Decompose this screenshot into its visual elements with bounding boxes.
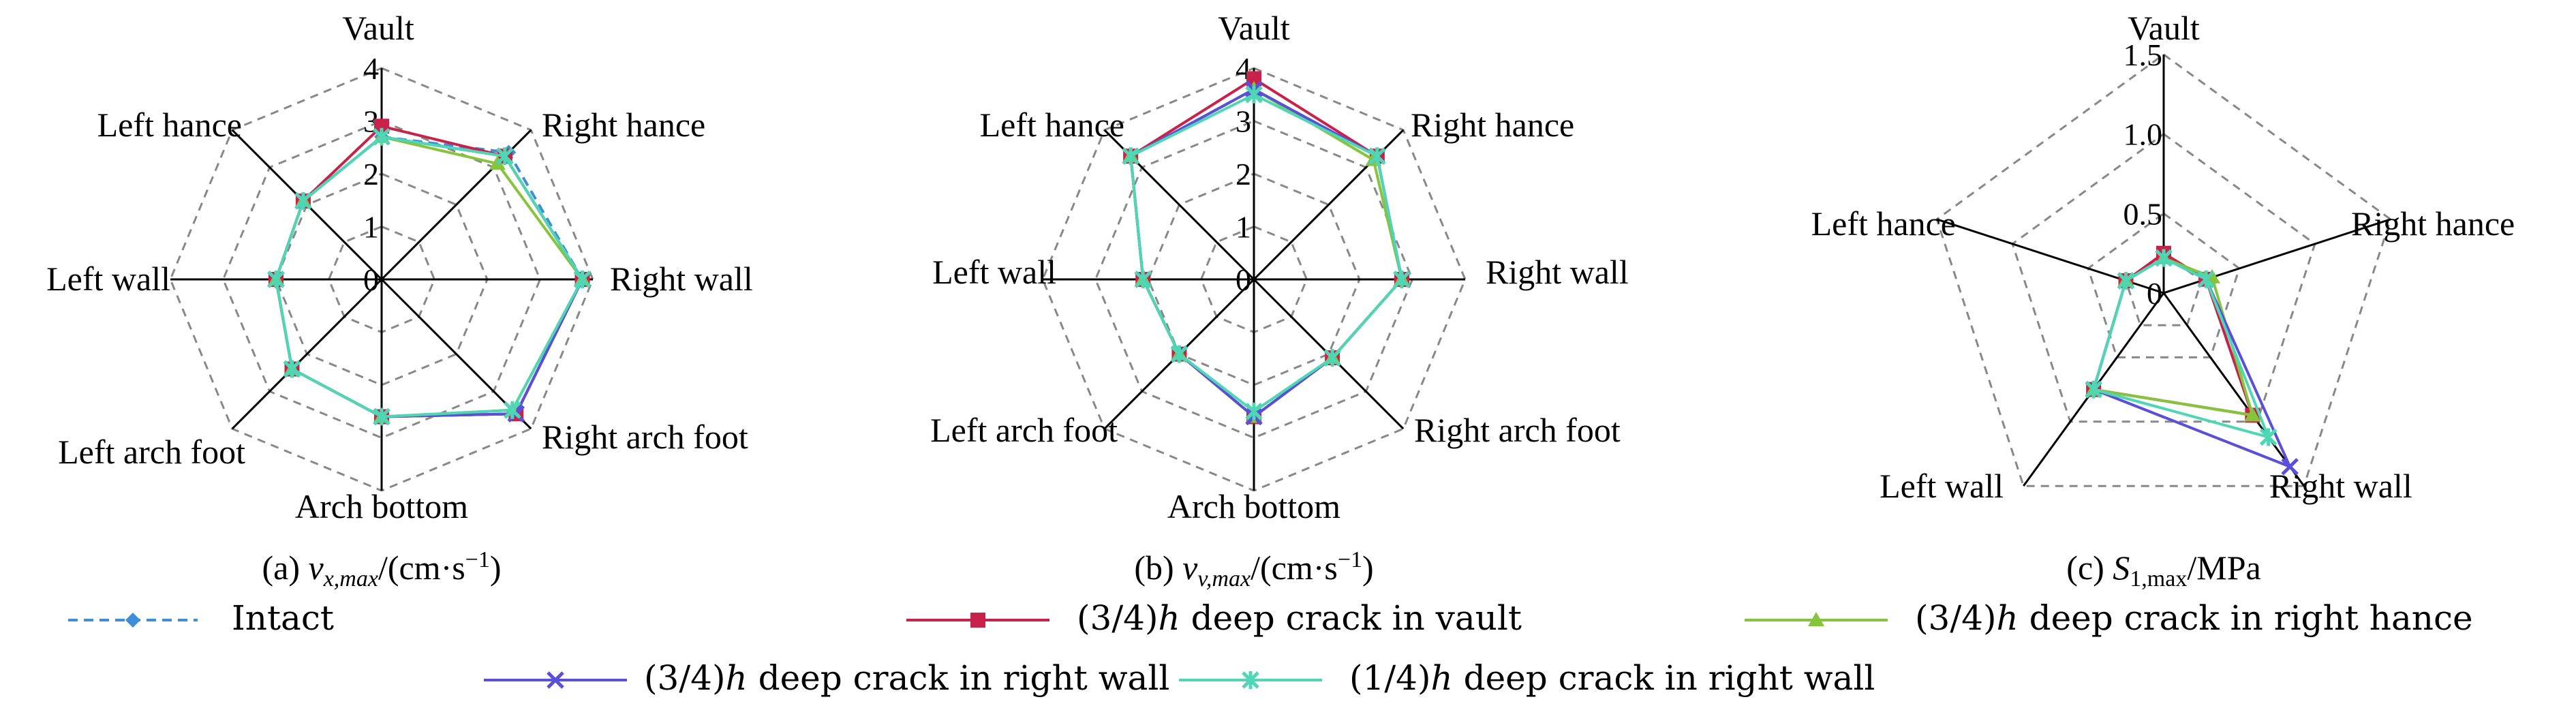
grid-ring-2 <box>1147 172 1361 386</box>
series-4-point-vault <box>1245 85 1263 104</box>
series-4-point-right-hance <box>496 147 514 166</box>
axis-label-left-wall: Left wall <box>932 253 1056 291</box>
tick-label: 4 <box>363 51 379 86</box>
grid-ring-3 <box>1935 53 2392 487</box>
chart-caption: (a) vx,max/(cm·s−1) <box>262 547 501 591</box>
tick-label: 3 <box>1236 104 1251 139</box>
legend-label: (3/4)h deep crack in right hance <box>1915 598 2473 638</box>
legend-marker-square <box>970 613 985 628</box>
axis-label-left-hance: Left hance <box>1811 204 1956 243</box>
series-line-0 <box>1129 87 1404 419</box>
legend: Intact (3/4)h deep crack in vault (3/4)h d… <box>68 598 2473 698</box>
tick-label: 1.0 <box>2123 117 2163 152</box>
spoke-left-arch-foot <box>231 278 383 430</box>
series-2-point-right-wall <box>2244 407 2261 422</box>
legend-label: Intact <box>232 598 334 638</box>
series-4-point-right-arch-foot <box>504 401 521 419</box>
series-4-point-left-hance <box>294 191 312 210</box>
legend-marker-asterisk <box>1242 671 1259 689</box>
tick-label: 1.5 <box>2123 37 2163 72</box>
series-4-point-left-wall <box>267 271 285 288</box>
grid-ring-3 <box>221 119 542 440</box>
tick-label: 0.5 <box>2123 196 2163 231</box>
axis-label-left-arch-foot: Left arch foot <box>58 433 245 471</box>
axis-label-left-arch-foot: Left arch foot <box>930 411 1118 449</box>
axis-label-arch-bottom: Arch bottom <box>1167 487 1340 525</box>
series-3-point-right-wall <box>2281 458 2299 476</box>
legend-marker-triangle <box>1808 612 1824 626</box>
legend-item-intact: Intact <box>68 598 334 638</box>
axis-label-right-wall: Right wall <box>1486 253 1629 291</box>
series-4-point-left-hance <box>1122 147 1139 166</box>
axis-label-left-hance: Left hance <box>97 106 242 144</box>
axis-label-right-hance: Right hance <box>1411 106 1574 144</box>
axis-label-right-wall: Right wall <box>2269 467 2412 505</box>
series-4-point-right-wall <box>1393 271 1411 288</box>
tick-label: 1 <box>1236 210 1251 245</box>
tick-label: 0 <box>2147 276 2162 311</box>
axis-label-right-hance: Right hance <box>542 106 705 144</box>
series-4-point-arch-bottom <box>373 407 390 426</box>
legend-marker-x <box>547 671 564 689</box>
legend-label: (1/4)h deep crack in right wall <box>1349 658 1875 698</box>
series-4-point-left-arch-foot <box>283 360 301 378</box>
chart-caption: (c) S1,max/MPa <box>2066 549 2260 591</box>
tick-label: 2 <box>1236 157 1251 191</box>
legend-label: (3/4)h deep crack in right wall <box>644 658 1169 698</box>
series-4-point-right-wall <box>573 271 592 288</box>
series-4-point-right-wall <box>2259 428 2278 446</box>
legend-item-3-4-h-deep-crack-in-vault: (3/4)h deep crack in vault <box>906 598 1522 638</box>
series-4-point-left-arch-foot <box>1134 271 1152 288</box>
legend-item-3-4-h-deep-crack-in-right-wall: (3/4)h deep crack in right wall <box>484 658 1169 698</box>
grid-ring-2 <box>275 172 489 386</box>
series-4-point-left-wall <box>2085 380 2102 399</box>
series-4-point-vault <box>2155 249 2173 267</box>
legend-label: (3/4)h deep crack in vault <box>1077 598 1522 638</box>
axis-label-right-arch-foot: Right arch foot <box>542 418 748 456</box>
tick-label: 1 <box>363 210 379 245</box>
grid-ring-2 <box>2011 132 2316 423</box>
tick-label: 2 <box>363 157 379 191</box>
chart-caption: (b) vv,max/(cm·s−1) <box>1134 547 1373 591</box>
series-4-point-left-hance <box>2117 271 2135 290</box>
series-1-point-vault <box>374 119 389 134</box>
series-line-1 <box>1129 77 1404 419</box>
series-line-4 <box>2091 256 2271 440</box>
axis-label-arch-bottom: Arch bottom <box>295 487 468 525</box>
tick-label: 0 <box>1236 262 1251 297</box>
series-4-point-right-hance <box>2197 270 2215 288</box>
series-line-3 <box>274 135 584 418</box>
axis-label-left-hance: Left hance <box>980 106 1124 144</box>
tick-label: 0 <box>363 262 379 297</box>
series-1-point-vault <box>1246 71 1261 87</box>
grid-ring-3 <box>1094 119 1414 440</box>
legend-item-1-4-h-deep-crack-in-right-wall: (1/4)h deep crack in right wall <box>1179 658 1875 698</box>
grid-ring-inner <box>2124 251 2203 326</box>
series-line-2 <box>1129 87 1404 419</box>
spoke-right-wall <box>2162 292 2305 487</box>
grid-ring-1 <box>2087 212 2241 358</box>
axis-label-right-hance: Right hance <box>2351 204 2515 243</box>
series-4-point-left-wall <box>1323 349 1341 367</box>
axis-label-left-wall: Left wall <box>46 260 170 298</box>
legend-marker-diamond <box>125 613 140 628</box>
axis-label-vault: Vault <box>342 9 414 47</box>
legend-item-3-4-h-deep-crack-in-right-hance: (3/4)h deep crack in right hance <box>1745 598 2473 638</box>
axis-label-vault: Vault <box>1218 9 1290 47</box>
series-4-point-right-hance <box>1368 147 1386 166</box>
axis-label-right-wall: Right wall <box>610 260 753 298</box>
axis-label-left-wall: Left wall <box>1880 467 2004 505</box>
series-4-point-vault <box>373 127 390 146</box>
series-4-point-arch-bottom <box>1170 345 1189 363</box>
series-line-4 <box>1129 93 1404 414</box>
series-line-3 <box>1129 87 1404 419</box>
axis-label-right-arch-foot: Right arch foot <box>1414 411 1621 449</box>
series-4-point-right-arch-foot <box>1245 402 1263 420</box>
axis-label-vault: Vault <box>2128 9 2200 47</box>
